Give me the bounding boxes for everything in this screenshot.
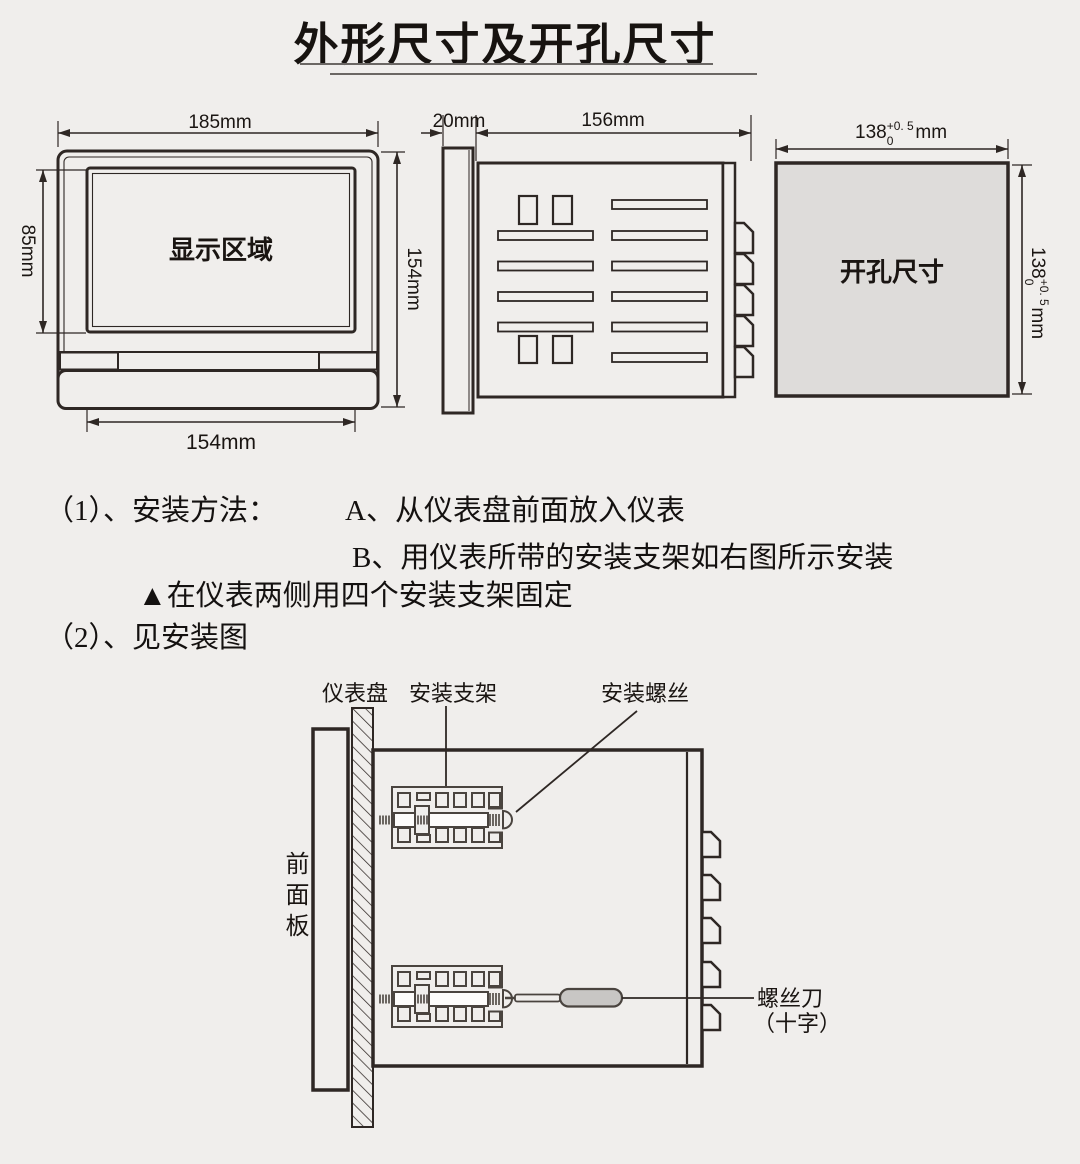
instruction-item1: （1）、安装方法：: [45, 495, 278, 527]
page-title: 外形尺寸及开孔尺寸: [293, 19, 717, 70]
side-view-dimensions: [421, 115, 752, 161]
mounting-bracket-top: [379, 786, 513, 849]
cutout-square: [774, 161, 1010, 398]
screwdriver-shaft: [514, 993, 561, 1003]
instruction-item2: （2）、见安装图: [45, 622, 249, 654]
side-vent-squares: [517, 194, 574, 365]
title-underline-2: [330, 73, 757, 75]
title-underline-1: [300, 63, 713, 65]
side-bezel-depth-dim: 20mm: [433, 111, 486, 132]
install-diagram: [311, 706, 754, 1128]
mounting-bracket-bottom: [379, 965, 513, 1028]
front-panel-label: 前面板: [281, 851, 307, 944]
screw-label: 安装螺丝: [601, 681, 689, 706]
body-terminal-blocks: [700, 830, 722, 1032]
instruction-note: ▲在仪表两侧用四个安装支架固定: [138, 580, 573, 612]
front-height-dim: 154mm: [403, 247, 424, 310]
cutout-label: 开孔尺寸: [840, 258, 944, 287]
front-bottom-width-dim: 154mm: [186, 431, 256, 454]
side-body-depth-dim: 156mm: [581, 110, 644, 131]
front-view-dimensions: [36, 121, 405, 432]
side-view-drawing: [441, 146, 755, 415]
side-terminal-strip: [721, 161, 737, 399]
front-panel-outline: [311, 727, 350, 1092]
front-right-clip: [318, 351, 378, 371]
bracket-label: 安装支架: [409, 681, 497, 706]
front-left-clip: [59, 351, 119, 371]
side-vent-slots-right: [611, 199, 708, 363]
screw-leader-line: [515, 710, 638, 813]
screwdriver-type-label: （十字）: [753, 1011, 841, 1036]
front-display-height-dim: 85mm: [17, 225, 38, 278]
cutout-height-dim: 138+0. 50mm: [1022, 247, 1051, 339]
panel-hatched-bar: [351, 707, 374, 1128]
cutout-dimensions: [775, 139, 1032, 395]
side-bezel: [441, 146, 475, 415]
display-area-outline: [85, 166, 357, 334]
display-area-label: 显示区域: [169, 236, 273, 265]
side-terminal-blocks: [733, 221, 755, 379]
instruction-item1-b: B、用仪表所带的安装支架如右图所示安装: [352, 542, 894, 574]
screwdriver: [505, 987, 624, 1008]
display-area-inner-line: [91, 172, 351, 328]
front-width-dim: 185mm: [188, 112, 251, 133]
front-view-drawing: [56, 149, 380, 410]
front-bottom-bar: [56, 369, 380, 410]
screwdriver-label: 螺丝刀: [757, 986, 823, 1011]
panel-label: 仪表盘: [322, 681, 388, 706]
screwdriver-handle: [558, 987, 624, 1008]
side-vent-slots-left: [497, 230, 594, 333]
instruction-item1-a: A、从仪表盘前面放入仪表: [345, 495, 685, 527]
